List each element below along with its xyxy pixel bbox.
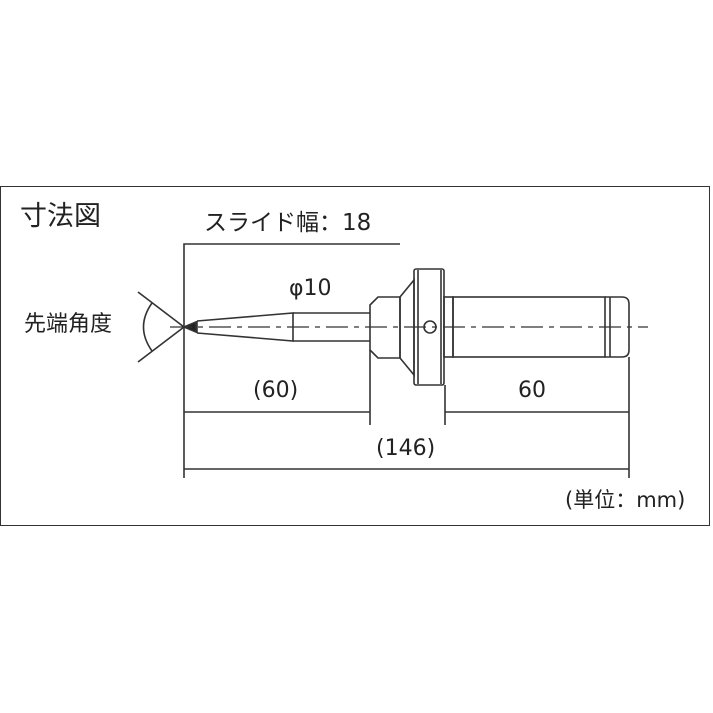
slide-width-label: スライド幅：18 (204, 210, 372, 236)
unit-label: (単位：mm) (565, 488, 686, 512)
tip-angle-arc (142, 302, 153, 352)
dim-right-label: 60 (518, 378, 546, 403)
drawing-frame (0, 186, 710, 526)
tip-angle-line-upper (137, 291, 185, 328)
dim-total-label: (146) (376, 436, 436, 461)
slide-width-extension-line (183, 243, 400, 478)
dim-left-label: (60) (253, 378, 299, 403)
diameter-label: φ10 (289, 276, 332, 301)
tip-angle-line-lower (137, 326, 185, 363)
drawing-title: 寸法図 (20, 201, 101, 232)
tip-angle-label: 先端角度 (24, 312, 113, 337)
